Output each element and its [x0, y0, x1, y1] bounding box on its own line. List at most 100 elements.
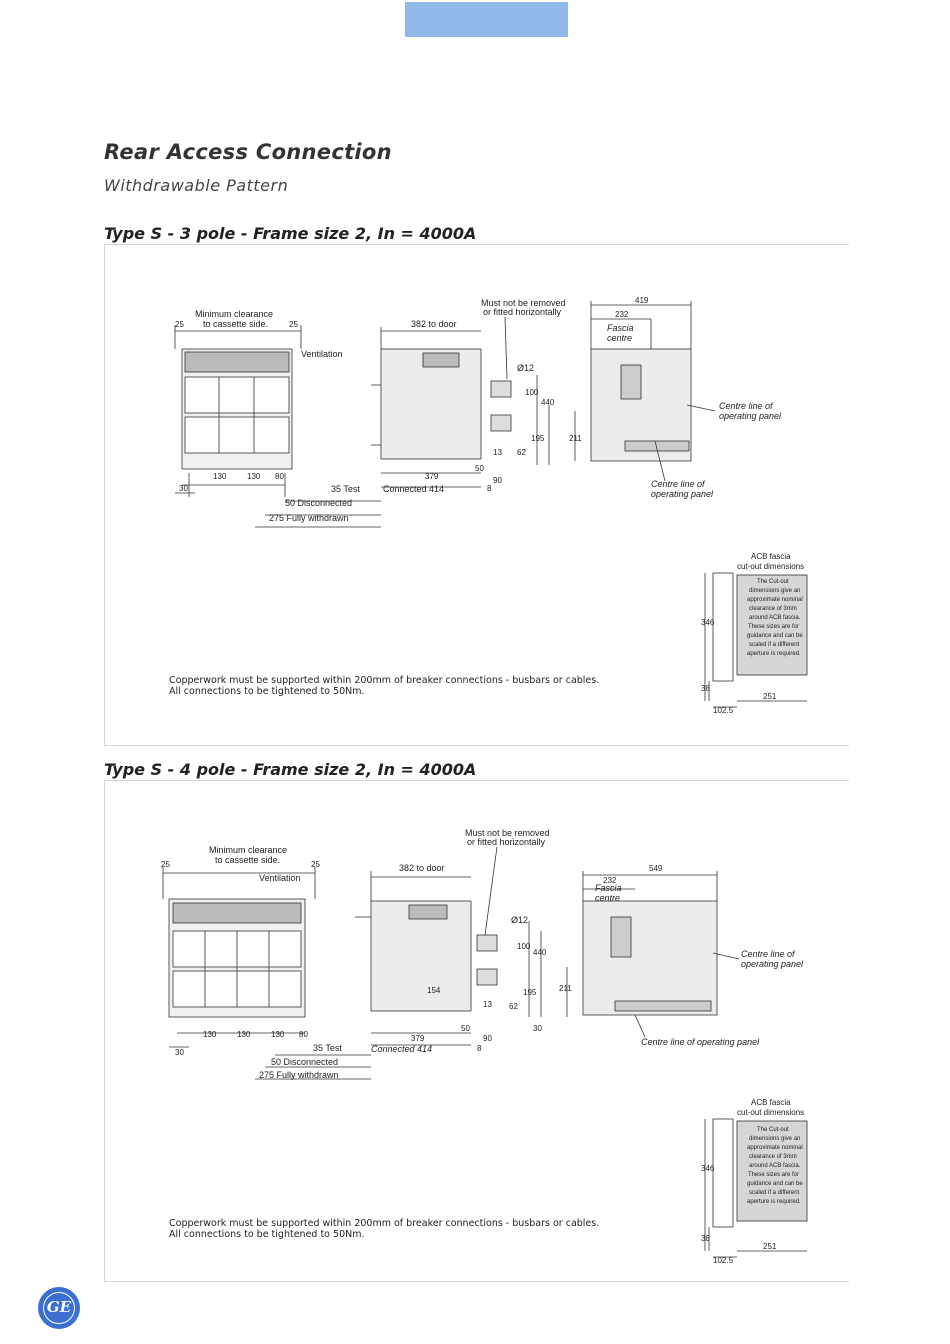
dim-30-side: 30 [533, 1024, 542, 1033]
dim-102-5: 102.5 [713, 706, 734, 715]
svg-text:approximate nominal: approximate nominal [747, 1145, 803, 1151]
label-centre-line-4: operating panel [651, 489, 714, 499]
label-disconnected: 50 Disconnected [271, 1057, 338, 1067]
svg-text:guidance and can be: guidance and can be [747, 1181, 803, 1187]
cutout-note: The Cut-out dimensions give an approxima… [747, 1127, 803, 1205]
label-dia: Ø12 [517, 363, 534, 373]
dim-130-a: 130 [203, 1030, 217, 1039]
dim-130-b: 130 [237, 1030, 251, 1039]
svg-text:scaled if a different: scaled if a different [749, 642, 800, 648]
label-fascia: Fascia [607, 323, 634, 333]
dim-440: 440 [533, 948, 547, 957]
copperwork-note-1: Copperwork must be supported within 200m… [169, 1218, 600, 1229]
technical-drawing-3pole: Minimum clearance to cassette side. 25 2… [174, 296, 808, 715]
label-disconnected: 50 Disconnected [285, 498, 352, 508]
svg-text:around ACB fascia.: around ACB fascia. [749, 1163, 801, 1169]
dim-379: 379 [425, 472, 439, 481]
label-dia: Ø12 [511, 915, 528, 925]
label-fascia-centre: centre [607, 333, 632, 343]
dim-80: 80 [299, 1030, 308, 1039]
label-door: 382 to door [399, 863, 445, 873]
dim-90: 90 [483, 1034, 492, 1043]
label-centre-line-2: operating panel [719, 411, 782, 421]
dim-62: 62 [509, 1002, 518, 1011]
label-test: 35 Test [313, 1043, 342, 1053]
svg-text:The Cut-out: The Cut-out [757, 579, 789, 585]
page-subtitle: Withdrawable Pattern [104, 176, 289, 195]
label-fascia: Fascia [595, 883, 622, 893]
dim-130-a: 130 [213, 472, 227, 481]
dim-50: 50 [461, 1024, 470, 1033]
dim-100: 100 [517, 942, 531, 951]
dim-379: 379 [411, 1034, 425, 1043]
svg-text:scaled if a different: scaled if a different [749, 1190, 800, 1196]
dim-232: 232 [603, 876, 617, 885]
drawing-panel-4pole: Minimum clearance to cassette side. 25 2… [104, 780, 849, 1282]
dim-102-5: 102.5 [713, 1256, 734, 1265]
label-centre-line-3: Centre line of [651, 479, 706, 489]
label-cutout-dims: cut-out dimensions [737, 562, 804, 571]
label-must-not: Must not be removed [481, 298, 566, 308]
dim-195: 195 [523, 988, 537, 997]
svg-text:dimensions give an: dimensions give an [749, 588, 800, 594]
label-cutout-dims: cut-out dimensions [737, 1108, 804, 1117]
dim-211: 211 [559, 984, 572, 993]
dim-30: 30 [175, 1048, 184, 1057]
label-or-fitted: or fitted horizontally [483, 307, 562, 317]
svg-text:clearance of 3mm: clearance of 3mm [749, 1154, 797, 1160]
svg-text:clearance of 3mm: clearance of 3mm [749, 606, 797, 612]
svg-text:The Cut-out: The Cut-out [757, 1127, 789, 1133]
dim-130-b: 130 [247, 472, 261, 481]
dim-38: 38 [701, 1234, 710, 1243]
header-tab [405, 2, 568, 37]
svg-text:around ACB fascia.: around ACB fascia. [749, 615, 801, 621]
label-min-clearance: Minimum clearance [195, 309, 273, 319]
dim-90: 90 [493, 476, 502, 485]
svg-text:These sizes are for: These sizes are for [748, 624, 799, 630]
dim-419: 419 [635, 296, 649, 305]
label-or-fitted: or fitted horizontally [467, 837, 546, 847]
label-centre-line-1: Centre line of [719, 401, 774, 411]
svg-text:These sizes are for: These sizes are for [748, 1172, 799, 1178]
copperwork-note-2: All connections to be tightened to 50Nm. [169, 1229, 365, 1240]
svg-text:aperture is required.: aperture is required. [747, 651, 801, 657]
label-centre-line-bottom: Centre line of operating panel [641, 1037, 760, 1047]
dim-211: 211 [569, 434, 582, 443]
dim-13: 13 [493, 448, 502, 457]
label-ventilation: Ventilation [301, 349, 343, 359]
ge-logo: GE [38, 1287, 80, 1329]
section-heading-3pole: Type S - 3 pole - Frame size 2, In = 400… [104, 224, 477, 243]
dim-232: 232 [615, 310, 629, 319]
dim-154: 154 [427, 986, 441, 995]
label-centre-line-2: operating panel [741, 959, 804, 969]
dim-346: 346 [701, 618, 715, 627]
dim-346: 346 [701, 1164, 715, 1173]
label-door: 382 to door [411, 319, 457, 329]
label-connected: Connected 414 [383, 484, 444, 494]
svg-text:dimensions give an: dimensions give an [749, 1136, 800, 1142]
label-withdrawn: 275 Fully withdrawn [259, 1070, 339, 1080]
dim-38: 38 [701, 684, 710, 693]
page-title: Rear Access Connection [104, 140, 392, 164]
label-must-not: Must not be removed [465, 828, 550, 838]
dim-25-left: 25 [161, 860, 170, 869]
section-heading-4pole: Type S - 4 pole - Frame size 2, In = 400… [104, 760, 477, 779]
dim-25-right: 25 [289, 320, 298, 329]
label-centre-line-1: Centre line of [741, 949, 796, 959]
copperwork-note-1: Copperwork must be supported within 200m… [169, 675, 600, 686]
dim-440: 440 [541, 398, 555, 407]
dim-8: 8 [477, 1044, 482, 1053]
label-test: 35 Test [331, 484, 360, 494]
drawing-panel-3pole: Minimum clearance to cassette side. 25 2… [104, 244, 849, 746]
dim-8: 8 [487, 484, 492, 493]
dim-25-left: 25 [175, 320, 184, 329]
dim-549: 549 [649, 864, 663, 873]
dim-13: 13 [483, 1000, 492, 1009]
label-to-cassette: to cassette side. [215, 855, 280, 865]
dim-80: 80 [275, 472, 284, 481]
dim-50: 50 [475, 464, 484, 473]
technical-drawing-4pole: Minimum clearance to cassette side. 25 2… [161, 828, 808, 1265]
label-fascia-centre: centre [595, 893, 620, 903]
label-ventilation: Ventilation [259, 873, 301, 883]
dim-30: 30 [179, 484, 188, 493]
